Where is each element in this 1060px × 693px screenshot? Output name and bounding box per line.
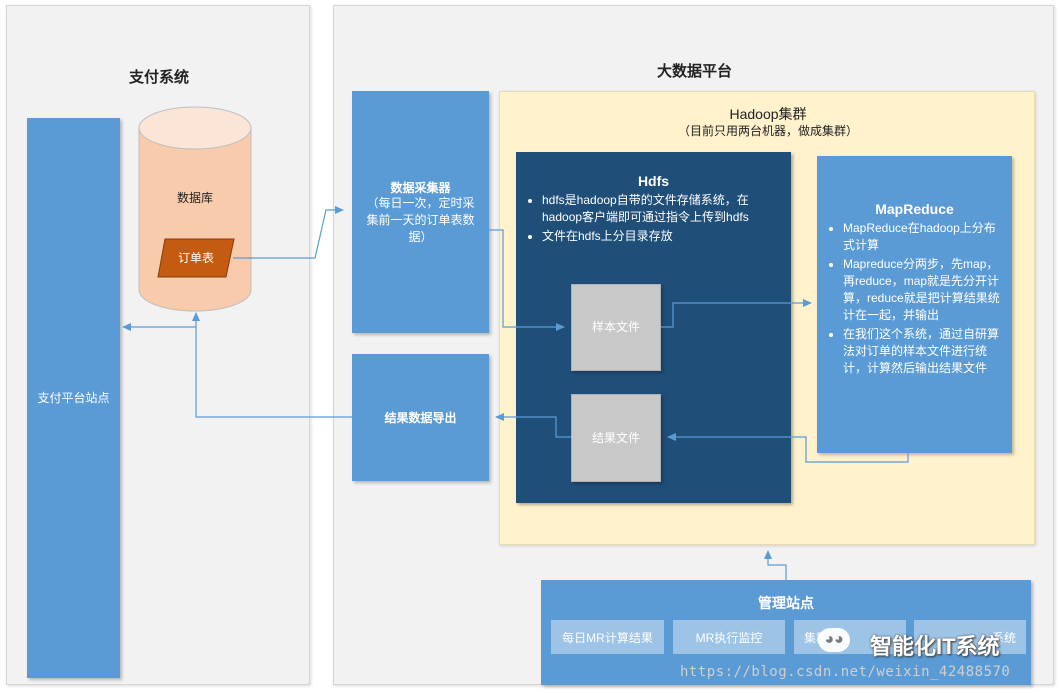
data-collector-title: 数据采集器 [390, 181, 451, 195]
mapreduce-title: MapReduce [875, 201, 954, 217]
arrow-export-to-db [192, 312, 352, 418]
order-table-shape[interactable] [157, 238, 235, 278]
arrow-mapreduce-to-result [667, 433, 909, 463]
result-export-title: 结果数据导出 [384, 411, 457, 425]
data-collector-box[interactable]: 数据采集器 （每日一次，定时采集前一天的订单表数据） [352, 91, 489, 333]
arrow-result-to-export [495, 413, 571, 438]
mgmt-item-system[interactable]: 系统 [914, 620, 1026, 654]
database-label: 数据库 [176, 191, 213, 205]
mgmt-item-label: 每日MR计算结果 [562, 630, 653, 645]
hadoop-title: Hadoop集群 [729, 106, 807, 122]
mgmt-item-daily-mr-results[interactable]: 每日MR计算结果 [551, 620, 664, 654]
result-file-label: 结果文件 [591, 430, 640, 445]
watermark-url: https://blog.csdn.net/weixin_42488570 [680, 664, 1011, 680]
payment-site-box[interactable]: 支付平台站点 [27, 118, 120, 678]
mapreduce-bullet: MapReduce在hadoop上分布式计算 [843, 220, 1005, 254]
hdfs-bullets: hdfs是hadoop自带的文件存储系统，在hadoop客户端即可通过指令上传到… [520, 192, 778, 247]
hdfs-bullet: 文件在hdfs上分目录存放 [542, 228, 778, 245]
arrow-order-to-collector [233, 206, 344, 259]
wechat-logo-icon: ◕◕ [818, 628, 850, 652]
result-export-box[interactable]: 结果数据导出 [352, 354, 489, 481]
order-table-label: 订单表 [177, 251, 214, 265]
management-title: 管理站点 [758, 595, 814, 611]
payment-site-label: 支付平台站点 [37, 390, 110, 405]
mapreduce-bullets: MapReduce在hadoop上分布式计算 Mapreduce分两步，先map… [821, 220, 1005, 379]
result-file-box[interactable]: 结果文件 [571, 394, 661, 482]
mgmt-item-mr-monitor[interactable]: MR执行监控 [673, 620, 785, 654]
bigdata-platform-title: 大数据平台 [656, 63, 732, 80]
mapreduce-bullet: Mapreduce分两步，先map，再reduce，map就是先分开计算，red… [843, 256, 1005, 324]
mapreduce-bullet: 在我们这个系统，通过自研算法对订单的样本文件进行统计，计算然后输出结果文件 [843, 326, 1005, 377]
mgmt-item-label: 系统 [991, 630, 1016, 645]
hdfs-bullet: hdfs是hadoop自带的文件存储系统，在hadoop客户端即可通过指令上传到… [542, 192, 778, 226]
arrow-collector-to-sample [489, 229, 565, 331]
mapreduce-box: MapReduce MapReduce在hadoop上分布式计算 Mapredu… [817, 156, 1012, 453]
mgmt-item-label: MR执行监控 [695, 630, 763, 645]
data-collector-desc: （每日一次，定时采集前一天的订单表数据） [366, 196, 475, 244]
hadoop-subtitle: （目前只用两台机器，做成集群） [677, 124, 858, 138]
arrow-mgmt-to-hadoop [764, 550, 787, 580]
sample-file-label: 样本文件 [591, 320, 640, 334]
sample-file-box[interactable]: 样本文件 [571, 284, 661, 371]
hdfs-title: Hdfs [637, 173, 670, 189]
watermark-brand: 智能化IT系统 [870, 634, 1000, 659]
arrow-sample-to-mapreduce [661, 299, 812, 328]
payment-system-title: 支付系统 [128, 69, 189, 86]
